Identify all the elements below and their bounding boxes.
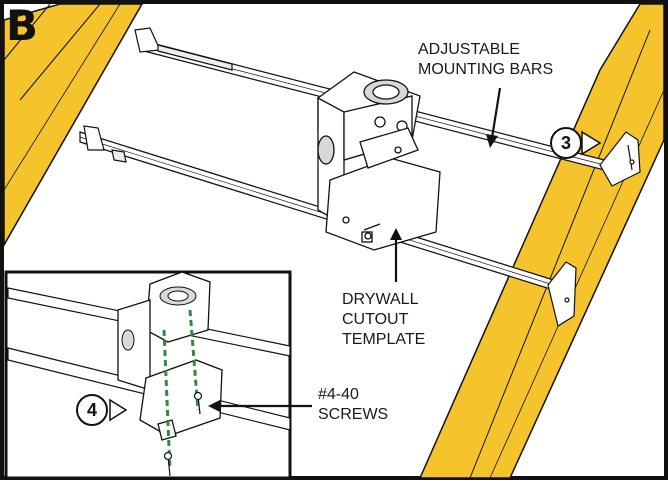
template-label-line2: CUTOUT (342, 311, 409, 328)
screws-label-line2: SCREWS (318, 406, 389, 423)
lower-bar-bracket (547, 261, 577, 327)
upper-bar-bracket (599, 131, 641, 187)
detail-inset (4, 270, 292, 480)
step-4-chevron (109, 398, 128, 422)
template-label-line3: TEMPLATE (342, 331, 426, 348)
mounting-bars-label-line2: MOUNTING BARS (418, 61, 554, 78)
mounting-bars-leader (490, 87, 502, 139)
screw-lower (163, 451, 173, 477)
panel-letter: B (6, 1, 39, 50)
drywall-cutout-template (325, 127, 441, 251)
mounting-bars-label-line1: ADJUSTABLE (418, 41, 520, 58)
template-arrowhead (390, 228, 402, 240)
step-3-badge: 3 (550, 127, 582, 159)
right-joist (418, 3, 665, 479)
left-joist (3, 3, 144, 248)
screws-arrowhead (208, 400, 220, 412)
template-label-line1: DRYWALL (342, 291, 419, 308)
screw-path-lower (162, 329, 172, 471)
screws-label-line1: #4-40 (318, 386, 359, 403)
step-3-chevron (581, 130, 602, 156)
screw-upper (193, 391, 203, 415)
lower-mounting-bar (79, 125, 561, 293)
left-joist-edge (19, 3, 101, 101)
step-4-badge: 4 (76, 394, 108, 426)
mounting-bars-arrowhead (486, 134, 498, 148)
